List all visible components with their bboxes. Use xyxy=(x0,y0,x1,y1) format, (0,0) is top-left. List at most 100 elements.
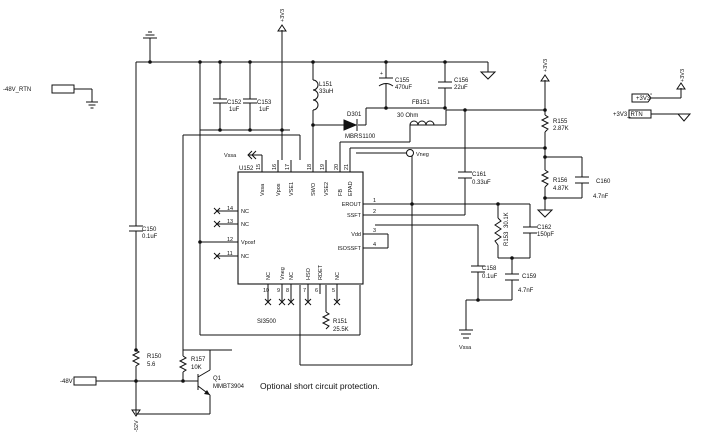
ic-pin-name-12: Vposf xyxy=(241,240,256,246)
c152-ref: C152 xyxy=(227,100,242,106)
ic-pin-name-20: FB xyxy=(338,189,344,196)
ic-pin-num-4: 4 xyxy=(373,242,376,248)
r155-val: 2.87K xyxy=(553,126,569,132)
ic-pin-num-21: 21 xyxy=(344,164,350,170)
c150-ref: C150 xyxy=(142,227,157,233)
q1-ref: Q1 xyxy=(213,376,222,382)
capacitor-c162: C162 150pF xyxy=(523,225,554,238)
r151-val: 25.5K xyxy=(333,327,349,333)
v48-label: -48V xyxy=(60,379,73,385)
ic-pin-name-11: NC xyxy=(241,254,249,260)
wires xyxy=(74,30,684,415)
ferrite-fb151: FB151 30 Ohm xyxy=(397,100,435,126)
ic-pin-num-8: 8 xyxy=(286,288,289,294)
port-p3v3-left: +3V3 xyxy=(636,96,651,102)
ic-pin-num-15: 15 xyxy=(256,164,262,170)
vneg-label: Vneg xyxy=(416,152,429,158)
resistor-r155: R155 2.87K xyxy=(540,114,569,133)
ground-arrow-r156 xyxy=(536,209,554,218)
ic-pin-num-9: 9 xyxy=(277,288,280,294)
capacitor-c158: C158 0.1uF xyxy=(471,265,498,280)
capacitor-c153: C153 1uF xyxy=(243,98,272,113)
ic-ref: U152 xyxy=(239,166,254,172)
ic-pin-name-1: EROUT xyxy=(342,202,362,208)
capacitor-c150: C150 0.1uF xyxy=(129,225,158,240)
capacitor-c156: C156 22uF xyxy=(438,78,469,91)
c156-ref: C156 xyxy=(454,78,469,84)
ic-part: SI3500 xyxy=(257,319,277,325)
fb151-val: 30 Ohm xyxy=(397,113,418,119)
ic-pin-num-14: 14 xyxy=(227,206,233,212)
l151-ref: L151 xyxy=(319,82,333,88)
ic-pin-num-11: 11 xyxy=(227,251,233,257)
nc-mark-b-13 xyxy=(213,220,221,228)
ic-pin-name-2: SSFT xyxy=(347,213,362,219)
c160-ref: C160 xyxy=(596,179,611,185)
resistor-r150: R150 5.6 xyxy=(131,349,162,368)
m52v-arrow: -52V xyxy=(131,409,141,432)
ic-pin-num-10: 10 xyxy=(263,288,269,294)
c158-val: 0.1uF xyxy=(482,274,498,280)
ground-symbol-top xyxy=(143,31,157,39)
c150-val: 0.1uF xyxy=(142,234,158,240)
vssa-bottom-label: Vssa xyxy=(459,345,472,351)
c159-ref: C159 xyxy=(522,274,537,280)
ground-arrow-3v3rtn xyxy=(676,113,692,122)
ic-pin-name-10: NC xyxy=(266,272,272,280)
p3v3-mid-label: +3V3 xyxy=(543,59,549,72)
r157-val: 10K xyxy=(191,365,202,371)
ic-pin-name-8: NC xyxy=(289,272,295,280)
ic-pin-name-17: VSE1 xyxy=(289,182,295,196)
rtn48-label: -48V_RTN xyxy=(3,87,31,93)
c161-ref: C161 xyxy=(472,172,487,178)
c152-val: 1uF xyxy=(229,107,240,113)
diode-d301: D301 MBRS1100 xyxy=(343,112,376,140)
ic-pin-num-5: 5 xyxy=(332,288,335,294)
r156-val: 4.87K xyxy=(553,186,569,192)
r153-ref: R153 xyxy=(504,231,510,246)
ic-pin-num-7: 7 xyxy=(303,288,306,294)
ic-pin-num-1: 1 xyxy=(373,198,376,204)
r157-ref: R157 xyxy=(191,357,206,363)
port-p3v3: +3V3 xyxy=(631,93,652,103)
r151-ref: R151 xyxy=(333,319,348,325)
r150-ref: R150 xyxy=(147,354,162,360)
r153-val: 30.1K xyxy=(504,212,510,228)
c156-val: 22uF xyxy=(454,85,468,91)
c161-val: 0.33uF xyxy=(472,180,491,186)
nc-mark-b-14 xyxy=(213,207,221,215)
p3v3-top-arrow: +3V3 xyxy=(277,9,287,32)
r150-val: 5.6 xyxy=(147,362,156,368)
ic-pin-name-9: Vneg xyxy=(280,267,286,280)
nc-mark-b-11 xyxy=(213,252,221,260)
p3v3-right-label: +3V3 xyxy=(680,69,686,82)
d301-ref: D301 xyxy=(347,112,362,118)
c155-val: 470uF xyxy=(395,85,412,91)
ic-pin-name-14: NC xyxy=(241,209,249,215)
ic-pin-name-18: SWO xyxy=(311,182,317,196)
port-48v: -48V xyxy=(60,376,97,386)
vssa-arrow-label: Vssa xyxy=(224,153,237,159)
l151-val: 33uH xyxy=(319,89,333,95)
resistor-r153: R153 30.1K xyxy=(494,212,510,246)
c162-val: 150pF xyxy=(537,232,554,238)
resistor-r156: R156 4.87K xyxy=(540,169,569,192)
ic-pin-num-20: 20 xyxy=(334,164,340,170)
capacitor-c152: C152 1uF xyxy=(213,98,242,113)
port-48v-rtn: -48V_RTN xyxy=(3,84,75,94)
vssa-ground-symbol xyxy=(459,329,473,339)
c159-val: 4.7nF xyxy=(518,288,534,294)
ic-pins: 15Vssa16Vpos17VSE118SWO19VSE220FB21EPAD1… xyxy=(200,160,376,306)
c160-val: 4.7nF xyxy=(593,194,609,200)
ic-pin-num-6: 6 xyxy=(315,288,318,294)
ground-arrow-right xyxy=(479,71,497,80)
c153-val: 1uF xyxy=(259,107,270,113)
port-p3v3-rtn: +3V3_RTN xyxy=(613,109,652,119)
ic-pin-name-15: Vssa xyxy=(260,183,266,196)
c155-ref: C155 xyxy=(395,78,410,84)
q1-val: MMBT3904 xyxy=(213,384,245,390)
ic-pin-num-18: 18 xyxy=(307,164,313,170)
ground-48v-rtn xyxy=(86,101,98,109)
p3v3-port-text: +3V3 xyxy=(636,96,651,102)
